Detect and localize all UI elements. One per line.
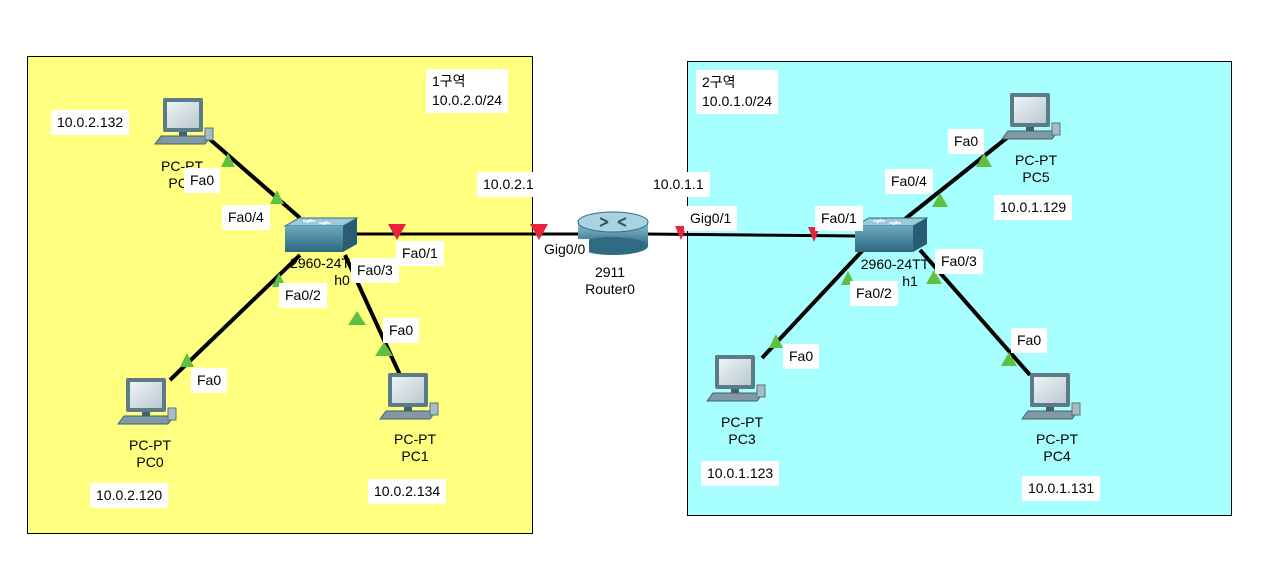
pc-icon bbox=[117, 378, 177, 425]
port-status-up-icon bbox=[375, 342, 393, 356]
zone-1-label: 1구역 10.0.2.0/24 bbox=[426, 69, 509, 113]
pc5-port-label: Fa0 bbox=[948, 129, 985, 154]
zone-2-subnet: 10.0.1.0/24 bbox=[702, 93, 773, 109]
pc3-port-label: Fa0 bbox=[783, 344, 820, 369]
router-port-gig01: Gig0/1 bbox=[684, 206, 738, 231]
pc3-ip-note: 10.0.1.123 bbox=[701, 461, 780, 486]
router0-label: 2911 Router0 bbox=[575, 264, 645, 298]
port-markers bbox=[180, 153, 1017, 367]
pc1-label: PC-PT PC1 bbox=[383, 431, 447, 465]
port-status-down-icon bbox=[388, 224, 406, 240]
pc4-port-label: Fa0 bbox=[1011, 328, 1048, 353]
port-status-up-icon bbox=[769, 334, 783, 348]
pc0-port-label: Fa0 bbox=[191, 368, 228, 393]
pc3-name: PC3 bbox=[728, 431, 756, 447]
port-status-up-icon bbox=[926, 270, 942, 284]
pc5-label: PC-PT PC5 bbox=[1004, 152, 1068, 186]
pc3-device[interactable] bbox=[706, 355, 766, 402]
switch-icon bbox=[853, 217, 929, 252]
router-port-gig00: Gig0/0 bbox=[540, 239, 590, 260]
router-left-ip-note: 10.0.2.1 bbox=[477, 172, 540, 197]
port-status-up-icon bbox=[180, 353, 194, 367]
port-status-up-icon bbox=[932, 193, 948, 207]
switch-icon bbox=[283, 217, 359, 252]
pc5-name: PC5 bbox=[1022, 169, 1050, 185]
pc3-type: PC-PT bbox=[721, 414, 763, 430]
router0-model: 2911 bbox=[594, 264, 626, 280]
zone-1-subnet: 10.0.2.0/24 bbox=[432, 92, 503, 108]
switch0-name: h0 bbox=[334, 272, 350, 288]
pc2-device[interactable] bbox=[154, 98, 214, 145]
pc4-label: PC-PT PC4 bbox=[1025, 431, 1089, 465]
pc5-ip-note: 10.0.1.129 bbox=[994, 195, 1073, 220]
pc2-ip-note: 10.0.2.132 bbox=[51, 110, 130, 135]
switch1-name: h1 bbox=[902, 273, 918, 289]
port-status-up-icon bbox=[1001, 352, 1017, 366]
pc4-name: PC4 bbox=[1043, 448, 1071, 464]
sw1-port-fa01: Fa0/1 bbox=[815, 206, 863, 231]
switch1-label: 2960-24TT h1 bbox=[842, 256, 948, 290]
pc0-name: PC0 bbox=[136, 454, 164, 470]
switch1-model: 2960-24TT bbox=[860, 256, 930, 272]
pc0-type: PC-PT bbox=[129, 437, 171, 453]
pc1-name: PC1 bbox=[401, 448, 429, 464]
pc1-ip-note: 10.0.2.134 bbox=[368, 479, 447, 504]
port-status-up-icon bbox=[976, 153, 992, 167]
link-sw1-pc5 bbox=[898, 135, 1010, 225]
pc1-device[interactable] bbox=[379, 373, 439, 420]
pc-icon bbox=[154, 98, 214, 145]
sw0-port-fa04: Fa0/4 bbox=[222, 205, 270, 230]
pc5-device[interactable] bbox=[1001, 93, 1061, 140]
pc0-device[interactable] bbox=[117, 378, 177, 425]
pc2-port-label: Fa0 bbox=[184, 168, 221, 193]
port-status-up-icon bbox=[348, 311, 366, 325]
zone-1-name: 1구역 bbox=[432, 73, 466, 89]
switch0-device[interactable] bbox=[283, 217, 359, 252]
switch0-model: 2960-24T bbox=[290, 255, 350, 271]
pc1-port-label: Fa0 bbox=[383, 318, 420, 343]
pc-icon bbox=[379, 373, 439, 420]
pc4-device[interactable] bbox=[1021, 373, 1081, 420]
switch0-label: 2960-24T h0 bbox=[270, 255, 370, 289]
link-router-sw1 bbox=[644, 232, 861, 238]
link-pc2-sw0 bbox=[203, 133, 302, 220]
switch1-device[interactable] bbox=[853, 217, 929, 252]
port-status-down-icon bbox=[530, 224, 548, 240]
port-status-up-icon bbox=[270, 190, 284, 204]
router-right-ip-note: 10.0.1.1 bbox=[647, 172, 710, 197]
pc0-ip-note: 10.0.2.120 bbox=[90, 483, 169, 508]
pc-icon bbox=[706, 355, 766, 402]
router-icon bbox=[577, 211, 649, 255]
pc1-type: PC-PT bbox=[394, 431, 436, 447]
port-status-up-icon bbox=[221, 153, 235, 167]
zone-2-name: 2구역 bbox=[702, 74, 736, 90]
pc-icon bbox=[1021, 373, 1081, 420]
sw1-port-fa03: Fa0/3 bbox=[935, 249, 983, 274]
pc3-label: PC-PT PC3 bbox=[710, 414, 774, 448]
pc4-ip-note: 10.0.1.131 bbox=[1022, 476, 1101, 501]
sw0-port-fa02: Fa0/2 bbox=[279, 283, 327, 308]
router0-name: Router0 bbox=[585, 281, 635, 297]
sw1-port-fa02: Fa0/2 bbox=[850, 281, 898, 306]
pc4-type: PC-PT bbox=[1036, 431, 1078, 447]
sw1-port-fa04: Fa0/4 bbox=[885, 169, 933, 194]
pc-icon bbox=[1001, 93, 1061, 140]
sw0-port-fa01: Fa0/1 bbox=[396, 241, 444, 266]
zone-2-label: 2구역 10.0.1.0/24 bbox=[696, 70, 779, 114]
router0-device[interactable] bbox=[577, 211, 649, 255]
pc5-type: PC-PT bbox=[1015, 152, 1057, 168]
pc0-label: PC-PT PC0 bbox=[118, 437, 182, 471]
sw0-port-fa03: Fa0/3 bbox=[351, 258, 399, 283]
